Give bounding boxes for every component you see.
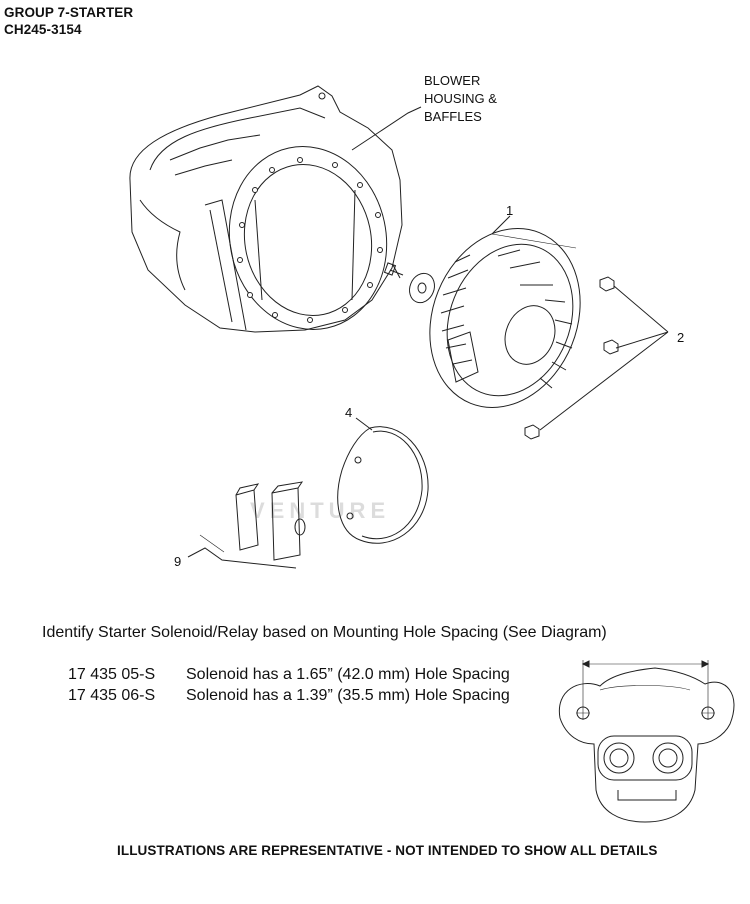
solenoid-identify-heading: Identify Starter Solenoid/Relay based on… <box>42 624 607 641</box>
leader-part-2 <box>539 285 669 431</box>
callout-part-4: 4 <box>345 405 352 420</box>
starter-handle-illustration <box>235 481 306 561</box>
recoil-starter-illustration <box>383 228 581 408</box>
callout-part-9: 9 <box>174 554 181 569</box>
blower-housing-label: BLOWER HOUSING & BAFFLES <box>424 73 497 124</box>
group-title: GROUP 7-STARTER <box>4 5 134 20</box>
part-number: 17 435 05-S <box>68 666 156 683</box>
starter-rope-illustration <box>337 426 429 544</box>
callout-part-2: 2 <box>677 330 684 345</box>
leader-part-1 <box>491 215 511 235</box>
disclaimer-footer: ILLUSTRATIONS ARE REPRESENTATIVE - NOT I… <box>117 843 658 858</box>
screw-illustrations <box>524 276 619 440</box>
part-number: 17 435 06-S <box>68 687 156 704</box>
part-description: Solenoid has a 1.39” (35.5 mm) Hole Spac… <box>186 687 510 704</box>
callout-part-1: 1 <box>506 203 513 218</box>
leader-part-9 <box>187 547 297 569</box>
leader-part-4 <box>355 417 373 431</box>
callout-blower-housing: BLOWER HOUSING & BAFFLES <box>424 72 497 126</box>
part-description: Solenoid has a 1.65” (42.0 mm) Hole Spac… <box>186 666 510 683</box>
solenoid-mounting-diagram <box>558 660 735 823</box>
leader-blower-housing <box>351 106 422 151</box>
model-number: CH245-3154 <box>4 22 82 37</box>
blower-housing-illustration <box>129 85 403 333</box>
